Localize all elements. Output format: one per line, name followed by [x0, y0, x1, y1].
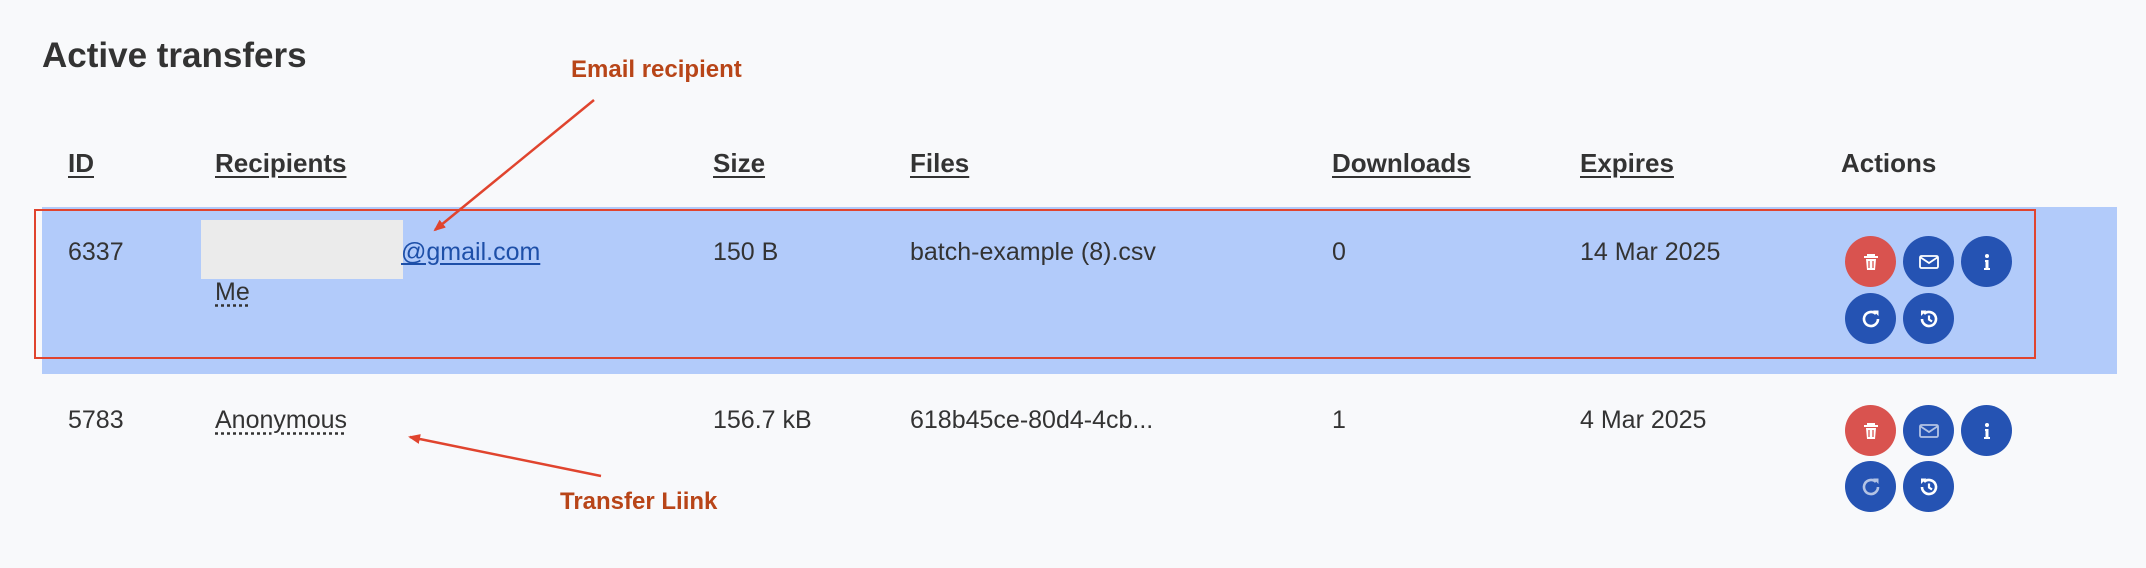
annotation-transfer-link: Transfer Liink — [560, 488, 718, 515]
transfer-id: 6337 — [68, 238, 124, 266]
header-recipients[interactable]: Recipients — [215, 148, 347, 178]
envelope-icon — [1918, 254, 1939, 269]
refresh-icon — [1862, 310, 1879, 327]
header-actions: Actions — [1841, 148, 1937, 178]
header-id[interactable]: ID — [68, 148, 94, 178]
recipient-label: Me — [215, 278, 250, 306]
header-files[interactable]: Files — [910, 148, 970, 178]
redacted-email-prefix — [201, 220, 403, 279]
transfer-info-button[interactable] — [1961, 236, 2012, 287]
resend-transfer-button[interactable] — [1845, 293, 1896, 344]
refresh-icon — [1862, 478, 1879, 495]
header-size[interactable]: Size — [713, 148, 766, 178]
email-recipient-button[interactable] — [1903, 236, 1954, 287]
recipient-label: Anonymous — [215, 406, 348, 434]
transfer-expires: 4 Mar 2025 — [1580, 406, 1707, 434]
transfer-downloads: 0 — [1332, 238, 1346, 266]
page-title: Active transfers — [42, 36, 307, 75]
transfer-info-button[interactable] — [1961, 405, 2012, 456]
resend-transfer-button[interactable] — [1845, 461, 1896, 512]
history-icon — [1920, 478, 1937, 495]
info-icon — [1983, 253, 1990, 270]
trash-icon — [1863, 253, 1878, 270]
transfer-files: batch-example (8).csv — [910, 238, 1156, 266]
info-icon — [1983, 422, 1990, 439]
transfer-size: 156.7 kB — [713, 406, 812, 434]
email-recipient-button[interactable] — [1903, 405, 1954, 456]
transfer-expires: 14 Mar 2025 — [1580, 238, 1721, 266]
delete-transfer-button[interactable] — [1845, 236, 1896, 287]
delete-transfer-button[interactable] — [1845, 405, 1896, 456]
transfer-files: 618b45ce-80d4-4cb... — [910, 406, 1154, 434]
header-downloads[interactable]: Downloads — [1332, 148, 1471, 178]
annotation-email-recipient: Email recipient — [571, 56, 742, 83]
transfer-id: 5783 — [68, 406, 124, 434]
trash-icon — [1863, 422, 1878, 439]
history-icon — [1920, 310, 1937, 327]
arrow-transfer-link — [408, 434, 602, 478]
transfer-history-button[interactable] — [1903, 293, 1954, 344]
header-expires[interactable]: Expires — [1580, 148, 1674, 178]
recipient-email-link[interactable]: @gmail.com — [401, 238, 541, 266]
transfer-downloads: 1 — [1332, 406, 1346, 434]
transfer-size: 150 B — [713, 238, 779, 266]
envelope-icon — [1918, 423, 1939, 438]
transfer-history-button[interactable] — [1903, 461, 1954, 512]
